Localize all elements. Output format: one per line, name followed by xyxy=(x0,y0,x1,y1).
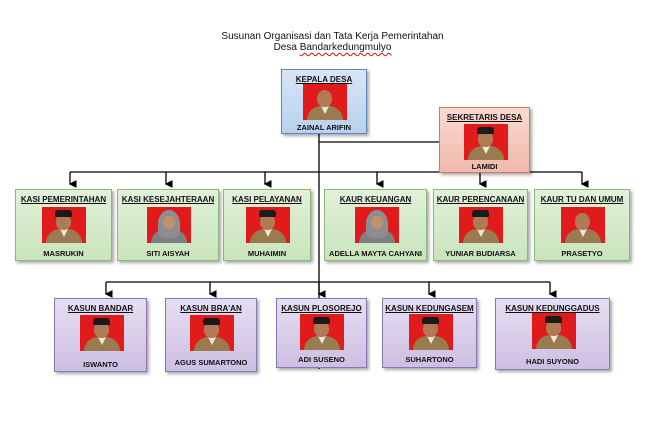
kasun-braan-photo xyxy=(190,315,234,351)
kaur-tu-umum-box: KAUR TU DAN UMUM PRASETYO xyxy=(534,189,630,261)
kasun-kedungasem-box: KASUN KEDUNGASEM SUHARTONO xyxy=(382,298,477,368)
sekretaris-desa-name: LAMIDI xyxy=(471,162,498,171)
kasi-pemerintahan-role: KASI PEMERINTAHAN xyxy=(20,195,107,204)
chart-title: Susunan Organisasi dan Tata Kerja Pemeri… xyxy=(221,31,444,42)
kaur-keuangan-photo xyxy=(355,207,399,243)
kasun-kedunggadus-photo xyxy=(532,313,576,349)
kasi-pemerintahan-photo xyxy=(42,207,86,243)
kasun-braan-role: KASUN BRA'AN xyxy=(180,304,242,313)
kasi-pemerintahan-box: KASI PEMERINTAHAN MASRUKIN xyxy=(15,189,112,261)
sekretaris-desa-box: SEKRETARIS DESA LAMIDI xyxy=(439,107,530,173)
kasun-kedungasem-role: KASUN KEDUNGASEM xyxy=(385,304,474,313)
kaur-keuangan-box: KAUR KEUANGAN ADELLA MAYTA CAHYANI xyxy=(324,189,427,261)
kasi-kesejahteraan-box: KASI KESEJAHTERAAN SITI AISYAH xyxy=(117,189,219,261)
kasun-kedungasem-name: SUHARTONO xyxy=(405,355,454,364)
kasi-pelayanan-role: KASI PELAYANAN xyxy=(232,195,302,204)
kasun-kedunggadus-name: HADI SUYONO xyxy=(526,357,579,366)
kepala-desa-photo xyxy=(303,84,347,120)
subtitle-prefix: Desa xyxy=(273,42,297,53)
kaur-tu-umum-photo xyxy=(561,207,605,243)
kasun-braan-box: KASUN BRA'AN AGUS SUMARTONO xyxy=(165,298,257,372)
kepala-desa-name: ZAINAL ARIFIN xyxy=(296,123,352,132)
kaur-keuangan-name: ADELLA MAYTA CAHYANI xyxy=(329,249,422,258)
kasi-pelayanan-box: KASI PELAYANAN MUHAIMIN xyxy=(223,189,311,261)
kaur-perencanaan-box: KAUR PERENCANAAN YUNIAR BUDIARSA xyxy=(433,189,528,261)
kasun-plosorejo-photo xyxy=(300,314,344,350)
kaur-tu-umum-role: KAUR TU DAN UMUM xyxy=(540,195,624,204)
kaur-perencanaan-role: KAUR PERENCANAAN xyxy=(436,195,525,204)
kasun-braan-name: AGUS SUMARTONO xyxy=(174,358,248,367)
kasi-pemerintahan-name: MASRUKIN xyxy=(43,249,84,258)
kasi-kesejahteraan-role: KASI KESEJAHTERAAN xyxy=(121,195,215,204)
kasun-kedungasem-photo xyxy=(409,314,453,350)
kepala-desa-role: KEPALA DESA xyxy=(295,75,353,84)
sekretaris-desa-role: SEKRETARIS DESA xyxy=(446,113,523,122)
kasun-bandar-box: KASUN BANDAR ISWANTO xyxy=(54,298,147,372)
kepala-desa-box: KEPALA DESA ZAINAL ARIFIN xyxy=(281,69,367,134)
kasun-bandar-name: ISWANTO xyxy=(83,360,118,369)
kasi-kesejahteraan-photo xyxy=(147,207,191,243)
chart-subtitle: Desa Bandarkedungmulyo xyxy=(0,42,665,53)
village-name: Bandarkedungmulyo xyxy=(299,42,392,53)
kasi-kesejahteraan-name: SITI AISYAH xyxy=(146,249,190,258)
kaur-perencanaan-photo xyxy=(459,207,503,243)
kasun-bandar-role: KASUN BANDAR xyxy=(67,304,134,313)
kaur-keuangan-role: KAUR KEUANGAN xyxy=(339,195,412,204)
kasun-kedunggadus-box: KASUN KEDUNGGADUS HADI SUYONO xyxy=(495,298,610,370)
kaur-tu-umum-name: PRASETYO xyxy=(561,249,603,258)
sekretaris-desa-photo xyxy=(464,124,508,160)
kasun-plosorejo-role: KASUN PLOSOREJO xyxy=(281,304,362,313)
kasun-bandar-photo xyxy=(80,315,124,351)
kaur-perencanaan-name: YUNIAR BUDIARSA xyxy=(445,249,516,258)
kasi-pelayanan-photo xyxy=(246,207,290,243)
kasun-plosorejo-box: KASUN PLOSOREJO ADI SUSENO xyxy=(276,298,367,368)
kasun-kedunggadus-role: KASUN KEDUNGGADUS xyxy=(505,304,600,313)
kasun-plosorejo-name: ADI SUSENO xyxy=(298,355,345,364)
kasi-pelayanan-name: MUHAIMIN xyxy=(247,249,287,258)
